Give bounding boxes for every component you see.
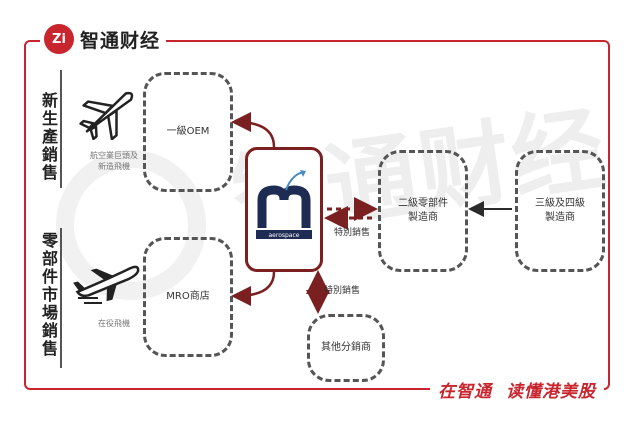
box-tier2-manufacturers: 二級零部件製造商	[378, 150, 468, 272]
arrow-to-oem	[231, 112, 276, 148]
company-box: aerospace	[245, 147, 323, 272]
category-aftermarket: 零部件市場銷售	[39, 232, 58, 358]
slogan: 在智通 读懂港美股	[430, 377, 604, 402]
diagram-frame	[24, 40, 610, 390]
company-logo-text: aerospace	[269, 232, 300, 239]
box-other-distributors: 其他分銷商	[307, 314, 385, 382]
category-separator-bottom	[60, 228, 62, 368]
category-separator-top	[60, 70, 62, 188]
brand-logo: Zi	[44, 24, 74, 54]
label-special-sales-down: 特別銷售	[324, 286, 361, 296]
brand-name: 智通财经	[80, 29, 161, 52]
caption-airlines: 航空業巨頭及 新造飛機	[90, 151, 138, 171]
airplane-takeoff-icon	[73, 265, 140, 304]
caption-in-service: 在役飛機	[98, 319, 130, 328]
label-special-sales-right: 特別銷售	[334, 228, 371, 238]
category-new-production: 新生產銷售	[39, 92, 58, 182]
brand-header: Zi 智通财经	[40, 22, 167, 56]
airplane-icon	[79, 91, 134, 140]
company-logo: aerospace	[256, 170, 312, 239]
slogan-part1: 在智通	[438, 382, 492, 402]
arrow-to-mro	[231, 271, 276, 306]
box-tier3-4-manufacturers: 三級及四級製造商	[515, 150, 605, 272]
slogan-part2: 读懂港美股	[506, 382, 596, 402]
